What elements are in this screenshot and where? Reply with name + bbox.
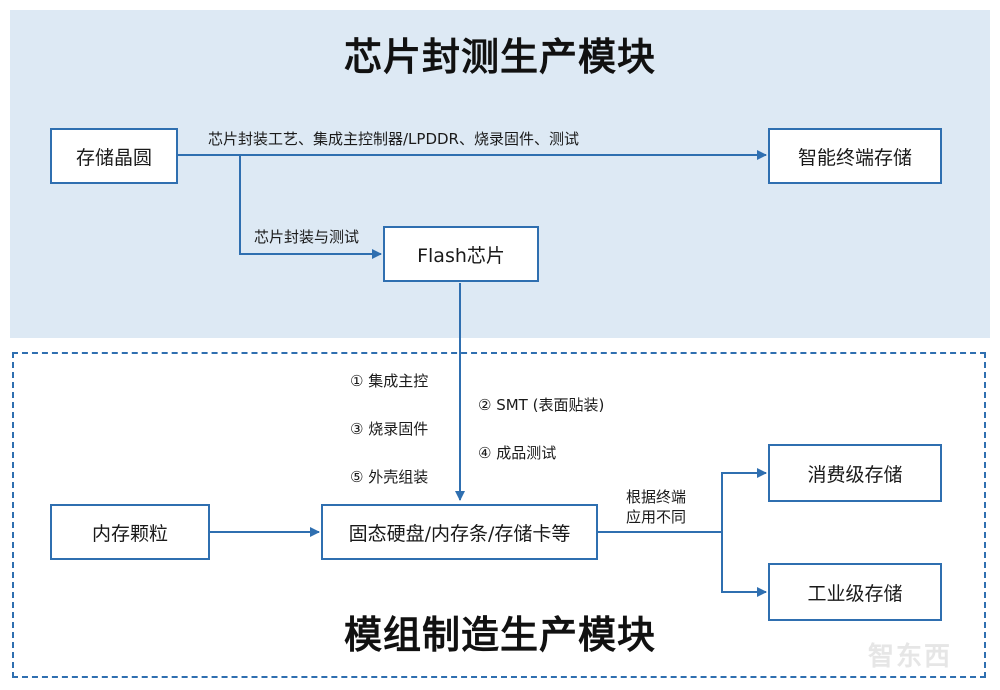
branch-label-line2: 应用不同 [626,508,687,526]
step-shell-assembly: ⑤ 外壳组装 [350,468,429,486]
chip-packaging-title: 芯片封测生产模块 [343,35,656,79]
edge-label-wafer-to-smart: 芯片封装工艺、集成主控制器/LPDDR、烧录固件、测试 [208,130,579,148]
edge-label-wafer-to-flash: 芯片封装与测试 [254,228,360,246]
node-dram-chips: 内存颗粒 [50,504,210,560]
edge-modules-to-consumer [598,468,767,533]
branch-label-line1: 根据终端 [626,488,687,506]
step-burn-firmware: ③ 烧录固件 [350,420,429,438]
node-smart-terminal-storage: 智能终端存储 [768,128,942,184]
step-final-test: ④ 成品测试 [478,444,557,462]
module-manufacturing-panel [12,352,986,678]
edge-wafer-to-flash [239,155,382,259]
node-consumer-storage: 消费级存储 [768,444,942,502]
module-manufacturing-title: 模组制造生产模块 [343,613,656,657]
edge-modules-to-industrial [721,532,767,597]
node-storage-wafer: 存储晶圆 [50,128,178,184]
watermark-logo: 智东西 [868,642,953,672]
node-flash-chip: Flash芯片 [383,226,539,282]
step-integrate-controller: ① 集成主控 [350,372,429,390]
node-industrial-storage: 工业级存储 [768,563,942,621]
node-storage-modules: 固态硬盘/内存条/存储卡等 [321,504,598,560]
step-smt: ② SMT (表面贴装) [478,396,605,414]
